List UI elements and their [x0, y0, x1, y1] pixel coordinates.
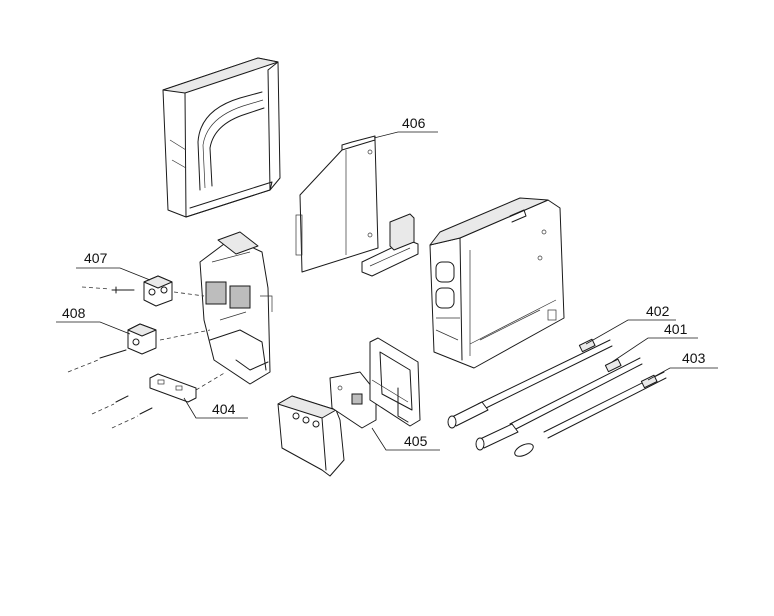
pcb-405	[329, 371, 377, 429]
connector-strip	[361, 213, 419, 277]
callout-408: 408	[62, 305, 86, 321]
frame-405	[369, 337, 421, 427]
callout-leaders	[56, 131, 718, 451]
sensor-401	[475, 357, 643, 451]
callout-402: 402	[646, 303, 670, 319]
callout-403: 403	[682, 350, 706, 366]
circuit-board-406	[295, 135, 379, 273]
callout-401: 401	[664, 321, 688, 337]
callout-405: 405	[404, 433, 428, 449]
callout-406: 406	[402, 115, 426, 131]
terminal-block-407	[81, 275, 205, 307]
clamp-408	[67, 323, 211, 373]
front-panel-405	[277, 395, 345, 477]
callout-407: 407	[84, 250, 108, 266]
sensor-403	[514, 371, 667, 457]
sensor-402	[447, 338, 613, 429]
control-housing	[429, 197, 565, 369]
terminal-bracket-404	[199, 231, 273, 385]
cover-housing	[162, 57, 281, 218]
callout-404: 404	[212, 401, 236, 417]
cable-clip-strip	[91, 371, 227, 429]
